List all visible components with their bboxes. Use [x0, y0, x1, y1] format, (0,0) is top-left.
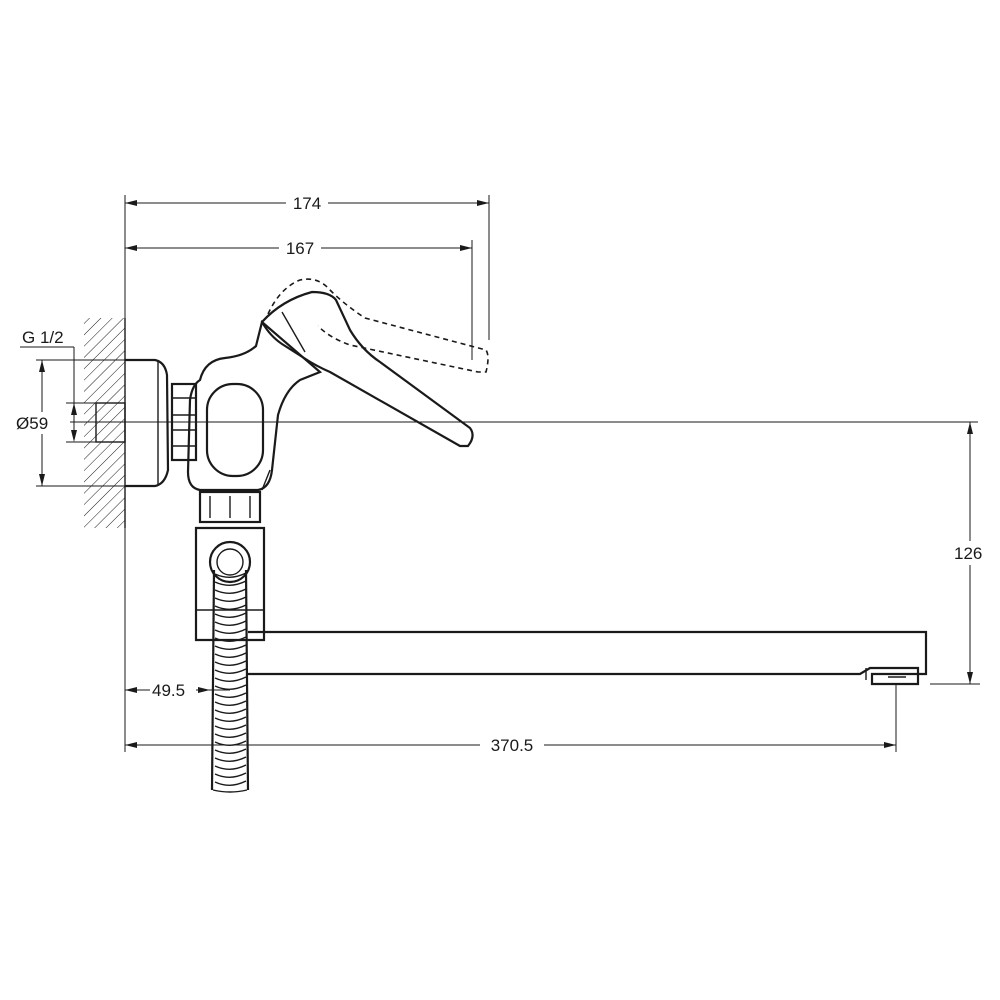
- hose-coil: [214, 580, 247, 586]
- hose-coil: [214, 780, 247, 786]
- dim-126: 126: [930, 422, 994, 685]
- hose-right-edge: [244, 569, 250, 791]
- hose-coil: [214, 772, 247, 778]
- diverter-block: [194, 490, 266, 642]
- dim-126-arrow-bottom: [967, 672, 973, 684]
- dim-370-5-label: 370.5: [491, 736, 534, 755]
- mixer-body: [186, 320, 323, 492]
- diameter-arrow-bottom: [39, 474, 45, 486]
- dim-126-label: 126: [954, 544, 982, 563]
- thread-arrow-bottom: [71, 430, 77, 442]
- nut-body: [170, 382, 198, 462]
- thread-label: G 1/2: [22, 328, 64, 347]
- dim-174-arrow-left: [125, 200, 137, 206]
- dim-174-arrow-right: [477, 200, 489, 206]
- aerator: [870, 672, 920, 686]
- dim-49-5-arrow-right: [198, 687, 210, 693]
- hose-left-edge: [210, 569, 216, 791]
- body-outline: [186, 320, 323, 492]
- hose-coil: [214, 716, 247, 722]
- hose-coil: [214, 644, 247, 650]
- hose-coil: [214, 612, 247, 618]
- hose-coil: [214, 684, 247, 690]
- lever-handle-alternate: [267, 278, 489, 373]
- hose-coil: [214, 604, 247, 610]
- dim-167: 167: [125, 238, 473, 360]
- dim-167-arrow-right: [460, 245, 472, 251]
- hose-coil: [214, 668, 247, 674]
- hose-coil: [214, 724, 247, 730]
- thread-arrow-top: [71, 403, 77, 415]
- dim-167-arrow-left: [125, 245, 137, 251]
- dim-370-5: 370.5: [125, 684, 897, 755]
- diameter-arrow-top: [39, 360, 45, 372]
- lever-handle: [260, 290, 474, 448]
- wall-flange: [125, 358, 170, 488]
- hose-coil: [214, 660, 247, 666]
- diameter-value: 59: [29, 414, 48, 433]
- lower-nut: [198, 490, 262, 524]
- dim-thread: G 1/2: [20, 328, 96, 443]
- hose-coil: [214, 572, 247, 578]
- hose-coil: [214, 700, 247, 706]
- hose-coil: [214, 628, 247, 634]
- wall-hatch: [84, 318, 125, 528]
- diameter-symbol: Ø: [16, 414, 29, 433]
- dim-126-arrow-top: [967, 422, 973, 434]
- hose-coils: [214, 572, 247, 786]
- hose-coil: [214, 708, 247, 714]
- dim-49-5: 49.5: [125, 680, 230, 700]
- body-oval-window: [205, 382, 265, 478]
- hose-coil: [214, 692, 247, 698]
- hose-coil: [214, 732, 247, 738]
- dim-174-label: 174: [293, 194, 321, 213]
- hose-connection-inner: [216, 548, 244, 576]
- hose-coil: [214, 596, 247, 602]
- dim-370-5-arrow-right: [884, 742, 896, 748]
- hose-coil: [214, 764, 247, 770]
- hose-coil: [214, 636, 247, 642]
- dim-174: 174: [125, 193, 490, 340]
- hose-coil: [214, 588, 247, 594]
- dim-49-5-label: 49.5: [152, 681, 185, 700]
- wall-section: [84, 318, 126, 528]
- diverter-body: [194, 526, 266, 642]
- spout-tube: [248, 630, 928, 676]
- hose-coil: [214, 652, 247, 658]
- hose-coil: [214, 620, 247, 626]
- spout: [248, 630, 928, 686]
- body-detail: [261, 469, 271, 491]
- union-nut: [170, 382, 198, 462]
- hose-connection-ring: [208, 540, 252, 584]
- diameter-label: Ø59: [16, 414, 48, 433]
- dim-49-5-arrow-left: [125, 687, 137, 693]
- lever-seam: [281, 311, 306, 353]
- shower-hose: [210, 569, 250, 793]
- hose-coil: [214, 676, 247, 682]
- dim-370-5-arrow-left: [125, 742, 137, 748]
- dim-diameter: Ø59: [14, 359, 125, 487]
- flange-body: [125, 358, 170, 488]
- dim-167-label: 167: [286, 239, 314, 258]
- hose-end: [212, 789, 248, 793]
- hose-coil: [214, 748, 247, 754]
- hose-coil: [214, 756, 247, 762]
